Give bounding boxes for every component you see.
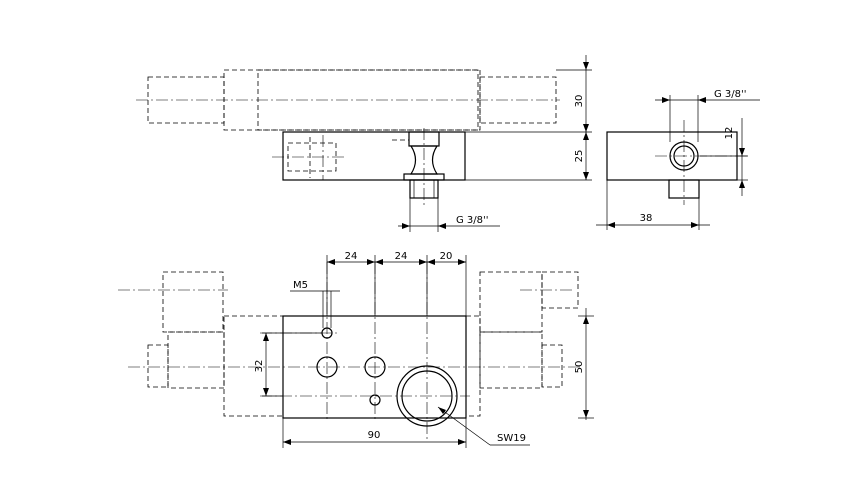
side-view: 30 25 G 3/8'' — [136, 55, 592, 232]
dim-port-offset: 12 — [724, 127, 735, 140]
plan-view: 24 24 20 M5 32 50 90 SW19 — [118, 251, 594, 448]
dim-end-width: 38 — [640, 213, 653, 224]
dim-wrench-size: SW19 — [497, 433, 526, 444]
dim-hole-span: 32 — [254, 360, 265, 373]
side-body — [282, 131, 466, 181]
dim-length: 90 — [368, 430, 381, 441]
dim-side-thread: G 3/8'' — [456, 215, 489, 226]
dim-pitch-3: 20 — [440, 251, 453, 262]
plan-body — [282, 315, 467, 419]
dim-height-upper: 30 — [574, 95, 585, 108]
dim-thread-m5: M5 — [293, 280, 308, 291]
dim-end-thread: G 3/8'' — [714, 89, 747, 100]
dim-height-body: 25 — [574, 150, 585, 163]
dim-depth: 50 — [574, 361, 585, 374]
dim-pitch-2: 24 — [395, 251, 408, 262]
end-view: G 3/8'' 12 38 — [596, 89, 760, 230]
dim-pitch-1: 24 — [345, 251, 358, 262]
